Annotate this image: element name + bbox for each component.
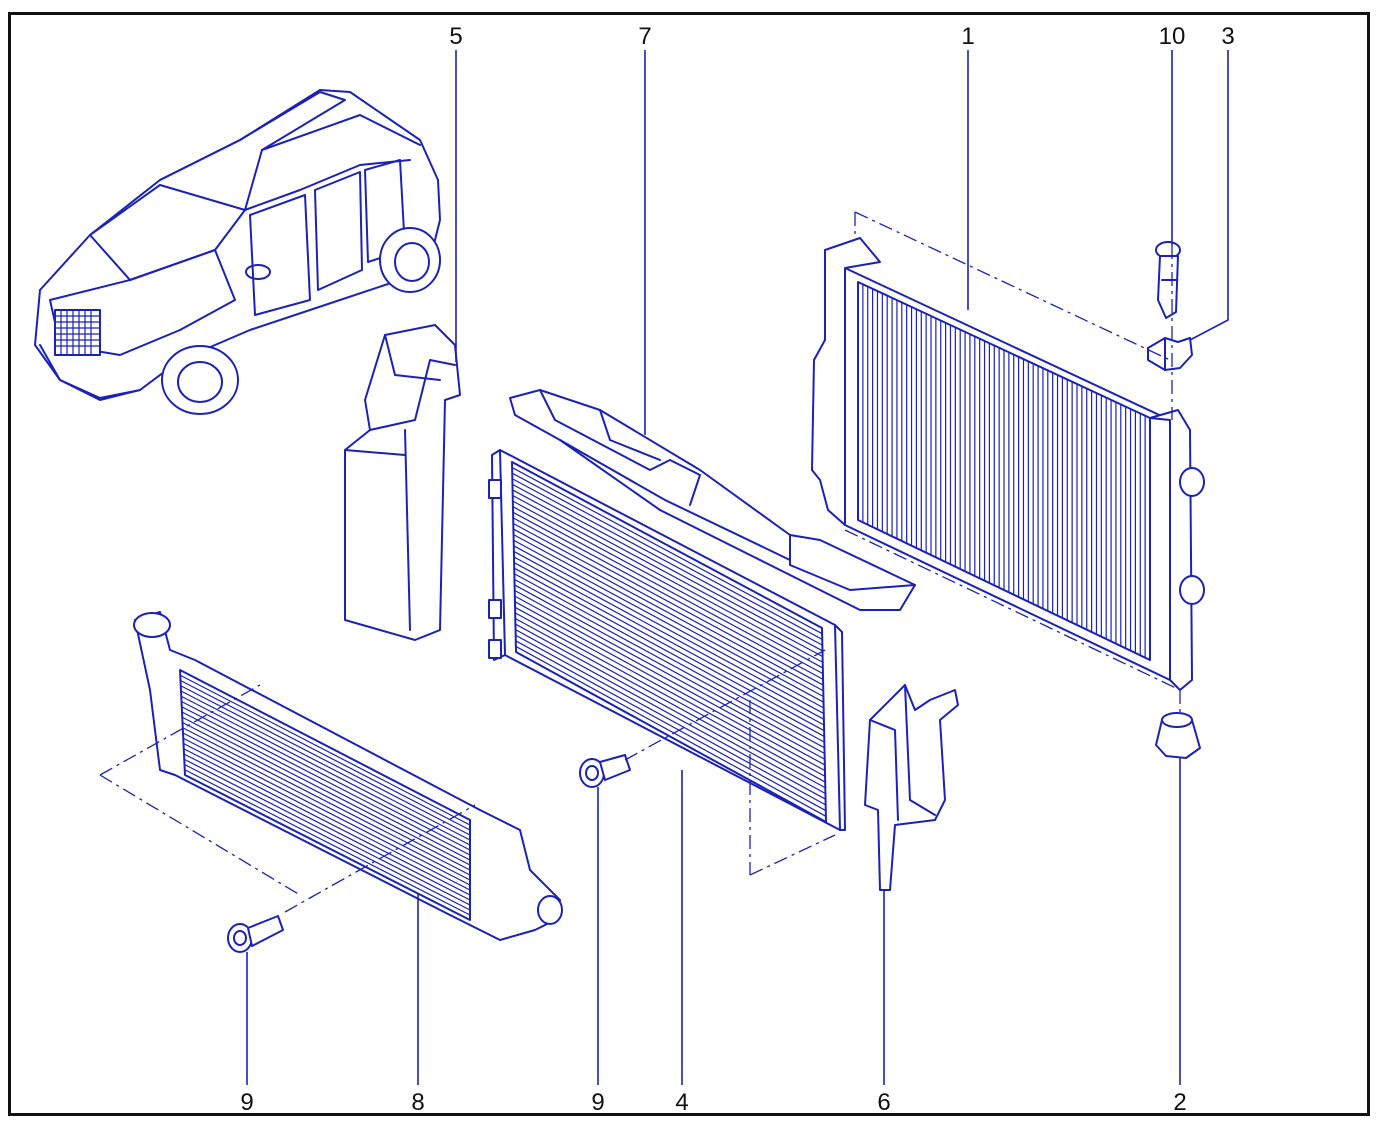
part-3-bracket <box>1147 337 1193 371</box>
part-4-condenser <box>488 449 846 831</box>
callout-5: 5 <box>449 23 462 50</box>
part-9-screw-left <box>227 915 284 953</box>
assembly-dash-lines <box>99 211 1181 913</box>
callout-10: 10 <box>1159 23 1186 50</box>
part-1-radiator <box>811 237 1205 691</box>
callout-leaders <box>246 50 1229 1085</box>
callout-9-right: 9 <box>591 1089 604 1116</box>
part-9-screw-right <box>579 754 631 788</box>
part-5-air-deflector <box>344 324 461 641</box>
callout-3: 3 <box>1221 23 1234 50</box>
part-7-upper-bracket <box>509 389 916 611</box>
callout-labels: 5 7 1 10 3 9 8 9 4 6 2 <box>240 23 1234 1116</box>
part-2-rubber-mount <box>1155 712 1201 759</box>
vehicle-illustration <box>34 89 441 415</box>
part-10-clip <box>1155 241 1181 319</box>
callout-6: 6 <box>877 1089 890 1116</box>
callout-9-left: 9 <box>240 1089 253 1116</box>
callout-1: 1 <box>961 23 974 50</box>
callout-7: 7 <box>638 23 651 50</box>
part-8-intercooler <box>133 611 563 941</box>
callout-2: 2 <box>1173 1089 1186 1116</box>
callout-4: 4 <box>675 1089 688 1116</box>
part-6-side-deflector <box>864 684 959 891</box>
callout-8: 8 <box>411 1089 424 1116</box>
